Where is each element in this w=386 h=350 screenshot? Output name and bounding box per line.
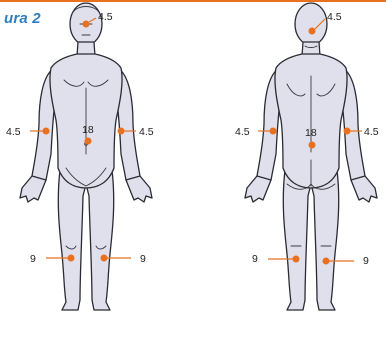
front-right-leg-value: 9 xyxy=(140,253,146,265)
front-left-arm-value: 4.5 xyxy=(6,126,21,138)
back-right-arm-value: 4.5 xyxy=(364,126,379,138)
back-right-leg-value: 9 xyxy=(363,255,369,267)
front-right-arm-value: 4.5 xyxy=(139,126,154,138)
back-head-value: 4.5 xyxy=(327,11,342,23)
back-body-figure xyxy=(245,3,377,310)
back-left-leg-value: 9 xyxy=(252,253,258,265)
front-trunk-value: 18 xyxy=(82,124,94,136)
front-left-leg-value: 9 xyxy=(30,253,36,265)
back-left-arm-value: 4.5 xyxy=(235,126,250,138)
front-body-figure xyxy=(20,3,152,310)
back-trunk-value: 18 xyxy=(305,127,317,139)
front-head-value: 4.5 xyxy=(98,11,113,23)
